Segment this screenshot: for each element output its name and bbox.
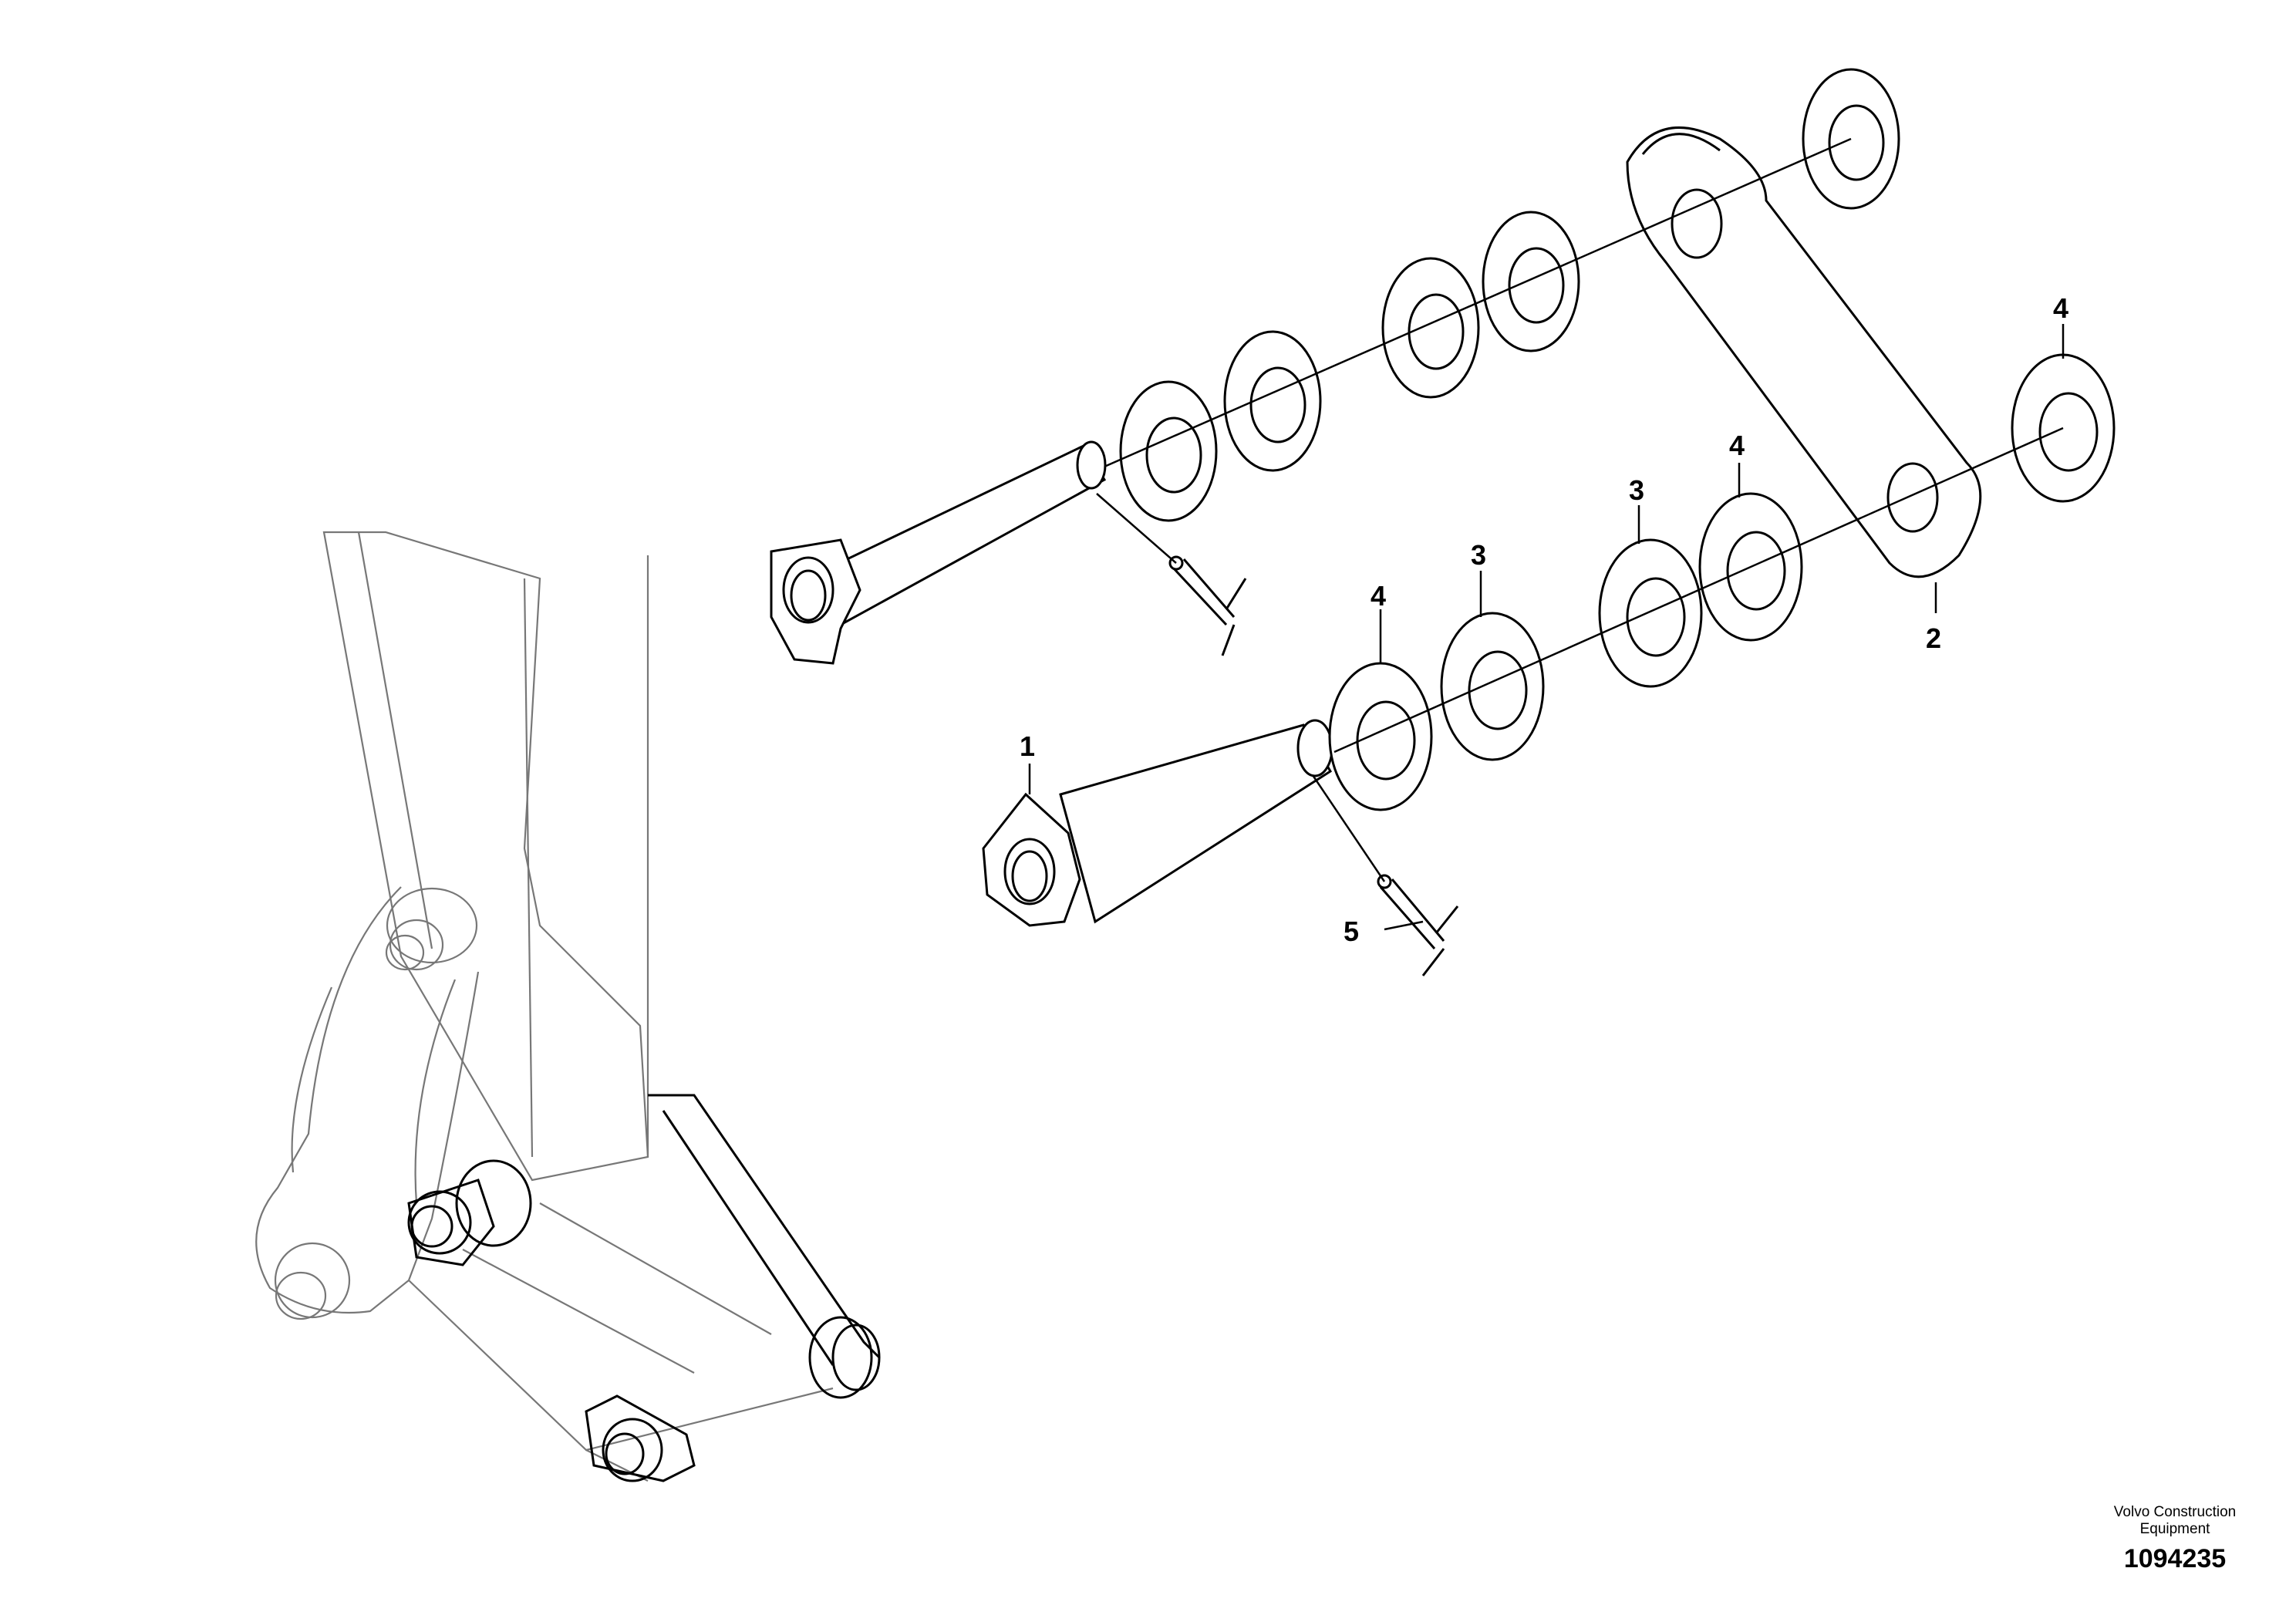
upper-washer-1: [1119, 380, 1218, 522]
lower-washer-item-3b: [1598, 538, 1703, 688]
upper-pin: [770, 440, 1107, 665]
lower-cotter-pin: [1377, 874, 1459, 976]
upper-washer-2: [1223, 330, 1322, 472]
center-lines: [1096, 137, 2064, 882]
leader-lines: [1028, 324, 2065, 931]
brand-line-2: Equipment: [2139, 1521, 2210, 1537]
upper-cotter-pin: [1168, 555, 1247, 656]
drawing-number: 1094235: [2123, 1544, 2227, 1573]
arm-assembly: [255, 531, 834, 1482]
callout-2: 2: [1926, 622, 1941, 654]
callout-1: 1: [1020, 730, 1035, 762]
upper-washer-3: [1381, 257, 1480, 399]
callout-3a: 3: [1471, 539, 1486, 571]
brand-block: Volvo Construction Equipment 1094235: [2052, 1504, 2296, 1574]
brand-line-1: Volvo Construction: [2113, 1504, 2237, 1520]
lower-washer-item-4a: [1328, 662, 1433, 811]
callout-4c: 4: [2053, 292, 2068, 324]
arm-link-parts: [407, 1094, 881, 1482]
upper-washer-4: [1482, 211, 1580, 352]
lower-washer-item-3a: [1440, 612, 1545, 761]
callout-5: 5: [1344, 916, 1359, 947]
link-plate: [1626, 126, 1982, 578]
callout-4a: 4: [1371, 580, 1386, 612]
callout-3b: 3: [1629, 474, 1644, 506]
lower-pin: [982, 719, 1333, 927]
exploded-parts: [770, 68, 2116, 976]
callout-4b: 4: [1729, 430, 1745, 461]
